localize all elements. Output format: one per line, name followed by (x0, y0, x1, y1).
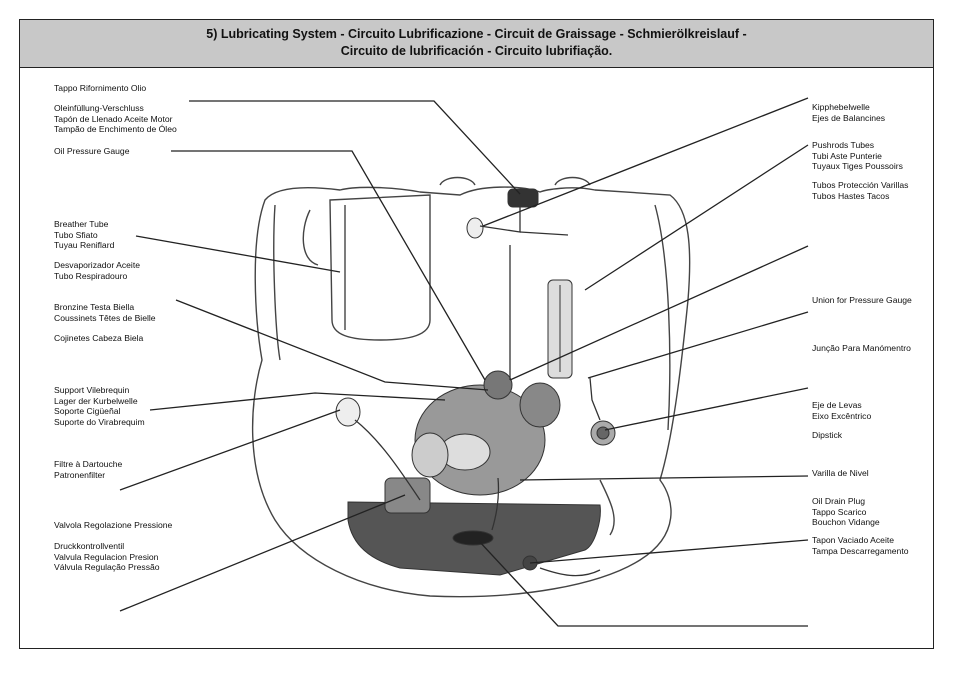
label-text: Tuyau Reniflard (54, 240, 115, 250)
label-text: Tubi Aste Punterie (812, 150, 882, 161)
label-text: Oil Drain Plug (812, 496, 866, 506)
label-gauge-union: Union for Pressure Gauge (812, 295, 912, 306)
label-dipstick-translations: Varilla de Nivel (812, 468, 869, 479)
label-text: Cojinetes Cabeza Biela (54, 333, 144, 343)
label-text: Coussinets Têtes de Bielle (54, 312, 156, 323)
label-conrod-bearings: Bronzine Testa Biella Coussinets Têtes d… (54, 302, 156, 323)
label-oil-drain-plug-translations: Tapon Vaciado Aceite Tampa Descarregamen… (812, 535, 909, 556)
label-pushrod-tubes-translations: Tubos Protección Varillas Tubos Hastes T… (812, 180, 908, 201)
label-text: Valvola Regolazione Pressione (54, 520, 173, 530)
label-text: Tubos Hastes Tacos (812, 190, 890, 201)
label-text: Breather Tube (54, 219, 109, 229)
label-rocker-shaft: Kipphebelwelle Ejes de Balancines (812, 102, 885, 123)
label-pushrod-tubes: Pushrods Tubes Tubi Aste Punterie Tuyaux… (812, 140, 903, 172)
label-oil-filter: Filtre à Dartouche Patronenfilter (54, 459, 122, 480)
label-text: Valvula Regulacion Presion (54, 551, 159, 562)
label-text: Soporte Cigüeñal (54, 406, 121, 416)
label-oil-fill-cap-translations: Oleinfüllung-Verschluss Tapón de Llenado… (54, 103, 177, 135)
label-text: Tapon Vaciado Aceite (812, 535, 895, 545)
label-crankshaft-support: Support Vilebrequin Lager der Kurbelwell… (54, 385, 145, 427)
label-text: Tampa Descarregamento (812, 545, 909, 556)
crankcase (335, 188, 616, 571)
label-text: Dipstick (812, 430, 843, 440)
label-text: Suporte do Virabrequim (54, 416, 145, 427)
oil-pipes (354, 207, 601, 577)
label-text: Desvaporizador Aceite (54, 260, 140, 270)
label-pressure-valve: Valvola Regolazione Pressione (54, 520, 172, 531)
label-text: Tuyaux Tiges Poussoirs (812, 161, 903, 171)
label-breather-tube-translations: Desvaporizador Aceite Tubo Respiradouro (54, 260, 140, 281)
label-oil-drain-plug: Oil Drain Plug Tappo Scarico Bouchon Vid… (812, 496, 880, 528)
label-conrod-bearings-translations: Cojinetes Cabeza Biela (54, 333, 143, 344)
label-text: Ejes de Balancines (812, 112, 886, 123)
label-text: Eixo Excêntrico (812, 410, 872, 421)
label-text: Oleinfüllung-Verschluss (54, 103, 144, 113)
label-text: Tubo Sfiato (54, 229, 98, 240)
label-text: Pushrods Tubes (812, 140, 875, 150)
label-breather-tube: Breather Tube Tubo Sfiato Tuyau Reniflar… (54, 219, 114, 251)
label-text: Eje de Levas (812, 400, 862, 410)
label-text: Junção Para Manómentro (812, 343, 911, 353)
label-camshaft: Eje de Levas Eixo Excêntrico (812, 400, 871, 421)
title-line-2: Circuito de lubrificación - Circuito lub… (340, 44, 613, 58)
label-text: Tappo Scarico (812, 506, 867, 517)
label-text: Tampão de Enchimento de Óleo (54, 124, 177, 134)
label-text: Druckkontrollventil (54, 541, 125, 551)
label-text: Union for Pressure Gauge (812, 295, 912, 305)
label-gauge-union-translations: Junção Para Manómentro (812, 343, 911, 354)
page-title: 5) Lubricating System - Circuito Lubrifi… (20, 20, 933, 68)
label-oil-pressure-gauge: Oil Pressure Gauge (54, 146, 129, 157)
label-text: Válvula Regulação Pressão (54, 562, 160, 572)
label-text: Bronzine Testa Biella (54, 302, 135, 312)
label-text: Lager der Kurbelwelle (54, 395, 138, 406)
label-text: Tubos Protección Varillas (812, 180, 909, 190)
label-text: Oil Pressure Gauge (54, 146, 130, 156)
label-text: Kipphebelwelle (812, 102, 870, 112)
label-text: Patronenfilter (54, 469, 106, 480)
label-text: Bouchon Vidange (812, 517, 880, 527)
label-text: Filtre à Dartouche (54, 459, 123, 469)
label-text: Tubo Respiradouro (54, 270, 128, 281)
label-pressure-valve-translations: Druckkontrollventil Valvula Regulacion P… (54, 541, 160, 573)
leader-lines (119, 97, 809, 627)
label-dipstick: Dipstick (812, 430, 842, 441)
title-line-1: 5) Lubricating System - Circuito Lubrifi… (206, 27, 747, 41)
page-frame: 5) Lubricating System - Circuito Lubrifi… (19, 19, 934, 649)
engine-outline (251, 176, 691, 598)
label-text: Tappo Rifornimento Olio (54, 83, 147, 93)
label-text: Tapón de Llenado Aceite Motor (54, 113, 173, 124)
label-oil-fill-cap: Tappo Rifornimento Olio (54, 83, 146, 94)
label-text: Varilla de Nivel (812, 468, 869, 478)
label-text: Support Vilebrequin (54, 385, 130, 395)
